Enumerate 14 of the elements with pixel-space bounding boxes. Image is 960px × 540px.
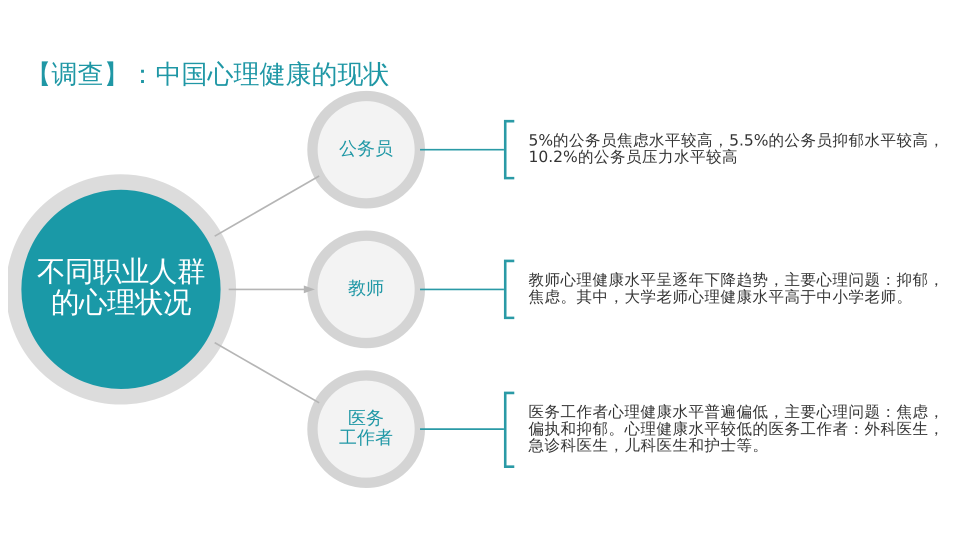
connector: [214, 175, 320, 237]
connector: [214, 342, 320, 404]
diagram-title: 【调查】：中国心理健康的现状: [26, 60, 390, 90]
node-text: 5%的公务员焦虑水平较高，5.5%的公务员抑郁水平较高，10.2%的公务员压力水平较高: [528, 131, 945, 166]
node-circle: 教师: [307, 230, 426, 348]
node-text: 教师心理健康水平呈逐年下降趋势，主要心理问题：抑郁，焦虑。其中，大学老师心理健康水平高于中小学老师。: [528, 271, 945, 306]
arrow: [228, 286, 315, 294]
node-circle: 医务工作者: [307, 370, 426, 488]
node-circle: 不同职业人群的心理状况: [8, 174, 236, 405]
connector: [420, 148, 504, 151]
node-circle: 公务员: [307, 90, 426, 209]
connector: [420, 288, 504, 290]
node-text: 医务工作者心理健康水平普遍偏低，主要心理问题：焦虑，偏执和抑郁。心理健康水平较低的医务工作者：外科医生，急诊科医生，儿科医生和护士等。: [528, 402, 945, 455]
connector: [420, 428, 504, 430]
